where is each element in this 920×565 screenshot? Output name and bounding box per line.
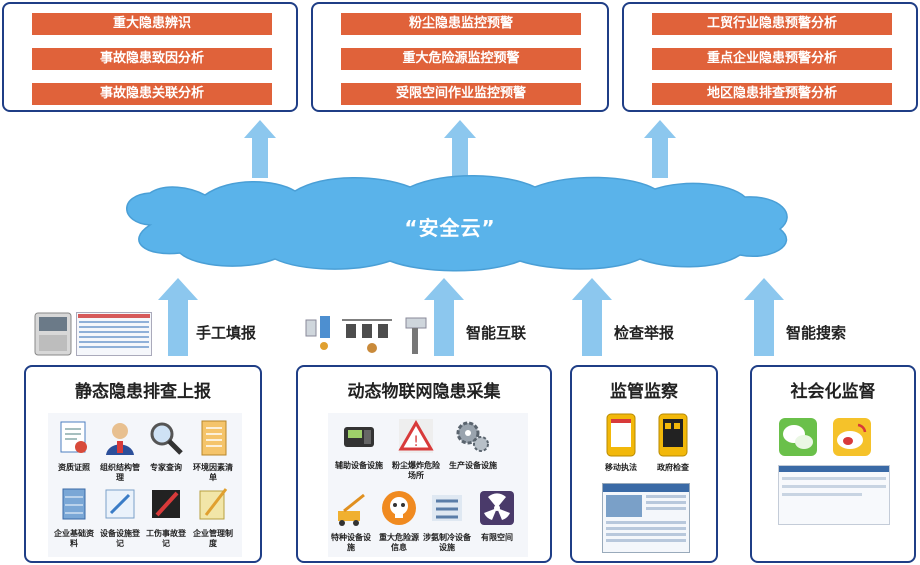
arrow-up-icon — [444, 120, 476, 178]
top-item-1[interactable]: 重大隐患辨识 — [32, 13, 272, 35]
top-item-7[interactable]: 工贸行业隐患预警分析 — [652, 13, 892, 35]
icon-label: 移动执法 — [605, 463, 637, 472]
arrow-up-icon — [644, 120, 676, 178]
cloud-label: “安全云” — [404, 216, 496, 240]
expert-search-icon — [150, 422, 183, 455]
weibo-icon[interactable] — [832, 417, 872, 457]
checklist-icon — [201, 420, 227, 456]
arrow-up-icon — [572, 278, 612, 356]
forum-screenshot-icon — [778, 465, 890, 525]
top-item-9[interactable]: 地区隐患排查预警分析 — [652, 83, 892, 105]
gears-icon — [456, 421, 489, 452]
static-hazard-box: 静态隐患排查上报 资质证照 组织结构管理 专家查询 环境因素清单 企业基础资料 … — [24, 365, 262, 563]
mobile-phone-icon — [658, 413, 688, 457]
icon-label: 设备设施登记 — [100, 529, 140, 548]
social-supervision-title: 社会化监督 — [790, 382, 876, 402]
icon-label: 有限空间 — [481, 533, 513, 542]
warning-sign-icon: ! — [398, 419, 434, 453]
icon-crane[interactable]: 特种设备设施 — [328, 489, 374, 553]
supervision-box: 监管监察 移动执法 政府检查 — [570, 365, 718, 563]
top-item-8[interactable]: 重点企业隐患预警分析 — [652, 48, 892, 70]
radiation-icon — [480, 491, 514, 525]
accident-register-icon — [152, 490, 180, 518]
wechat-icon[interactable] — [778, 417, 818, 457]
icon-label: 生产设备设施 — [449, 461, 497, 470]
terminal-device-icon — [34, 312, 72, 356]
arrow-up-icon — [158, 278, 198, 356]
icon-label: 企业基础资料 — [54, 529, 94, 548]
arrow-label-search: 智能搜索 — [786, 324, 847, 342]
icon-org-structure[interactable]: 组织结构管理 — [98, 419, 142, 483]
icon-policy-document[interactable]: 企业管理制度 — [190, 485, 236, 549]
icon-label: 涉氨制冷设备设施 — [423, 533, 471, 552]
top-box-warning: 工贸行业隐患预警分析 重点企业隐患预警分析 地区隐患排查预警分析 — [622, 2, 918, 112]
icon-radiation[interactable]: 有限空间 — [474, 489, 520, 543]
icon-label: 特种设备设施 — [331, 533, 371, 552]
pos-terminal-icon — [344, 427, 374, 447]
sensor-devices-icon — [305, 316, 427, 354]
form-screenshot-icon — [76, 312, 152, 356]
icon-equipment-register[interactable]: 设备设施登记 — [98, 485, 142, 549]
arrow-label-iot: 智能互联 — [466, 324, 527, 342]
top-box-analysis: 重大隐患辨识 事故隐患致因分析 事故隐患关联分析 — [2, 2, 298, 112]
crane-icon — [338, 493, 365, 526]
svg-text:!: ! — [413, 434, 419, 450]
icon-gears[interactable]: 生产设备设施 — [448, 417, 498, 471]
top-item-6[interactable]: 受限空间作业监控预警 — [341, 83, 581, 105]
cloud-icon — [126, 175, 788, 272]
icon-label: 政府检查 — [657, 463, 689, 472]
certificate-icon — [60, 421, 87, 453]
icon-label: 粉尘爆炸危险场所 — [392, 461, 440, 480]
top-item-2[interactable]: 事故隐患致因分析 — [32, 48, 272, 70]
icon-accident-register[interactable]: 工伤事故登记 — [144, 485, 188, 549]
policy-document-icon — [199, 488, 228, 520]
icon-mobile-enforcement[interactable]: 移动执法 — [598, 413, 644, 473]
icon-label: 重大危险源信息 — [379, 533, 419, 552]
icon-label: 专家查询 — [150, 463, 182, 472]
arrow-up-icon — [424, 278, 464, 356]
icon-checklist[interactable]: 环境因素清单 — [190, 419, 236, 483]
icon-label: 组织结构管理 — [100, 463, 140, 482]
iot-hazard-box: 动态物联网隐患采集 辅助设备设施 ! 粉尘爆炸危险场所 生产设备设施 特种设备设… — [296, 365, 552, 563]
icon-label: 企业管理制度 — [193, 529, 233, 548]
skull-hazard-icon — [382, 491, 416, 525]
icon-warning-sign[interactable]: ! 粉尘爆炸危险场所 — [390, 417, 442, 481]
icon-database[interactable]: 企业基础资料 — [52, 485, 96, 549]
top-item-3[interactable]: 事故隐患关联分析 — [32, 83, 272, 105]
static-hazard-title: 静态隐患排查上报 — [75, 382, 211, 402]
icon-ammonia-pipes[interactable]: 涉氨制冷设备设施 — [422, 489, 472, 553]
icon-certificate[interactable]: 资质证照 — [52, 419, 96, 473]
database-icon — [62, 488, 86, 520]
icon-government-inspection[interactable]: 政府检查 — [650, 413, 696, 473]
supervision-title: 监管监察 — [610, 382, 678, 402]
icon-label: 工伤事故登记 — [146, 529, 186, 548]
ammonia-pipes-icon — [432, 495, 462, 521]
arrow-label-report: 检查举报 — [614, 324, 675, 342]
icon-label: 环境因素清单 — [193, 463, 233, 482]
icon-label: 资质证照 — [58, 463, 90, 472]
icon-skull-hazard[interactable]: 重大危险源信息 — [376, 489, 422, 553]
top-item-4[interactable]: 粉尘隐患监控预警 — [341, 13, 581, 35]
org-structure-icon — [106, 423, 134, 455]
arrow-up-icon — [744, 278, 784, 356]
webpage-screenshot-icon — [602, 483, 690, 553]
equipment-register-icon — [105, 489, 135, 519]
top-item-5[interactable]: 重大危险源监控预警 — [341, 48, 581, 70]
arrow-up-icon — [244, 120, 276, 178]
icon-expert-search[interactable]: 专家查询 — [144, 419, 188, 473]
mobile-phone-icon — [606, 413, 636, 457]
top-box-monitoring: 粉尘隐患监控预警 重大危险源监控预警 受限空间作业监控预警 — [311, 2, 609, 112]
icon-pos-terminal[interactable]: 辅助设备设施 — [334, 417, 384, 471]
social-supervision-box: 社会化监督 — [750, 365, 916, 563]
arrow-label-manual: 手工填报 — [196, 324, 257, 342]
iot-hazard-title: 动态物联网隐患采集 — [347, 382, 501, 402]
icon-label: 辅助设备设施 — [335, 461, 383, 470]
